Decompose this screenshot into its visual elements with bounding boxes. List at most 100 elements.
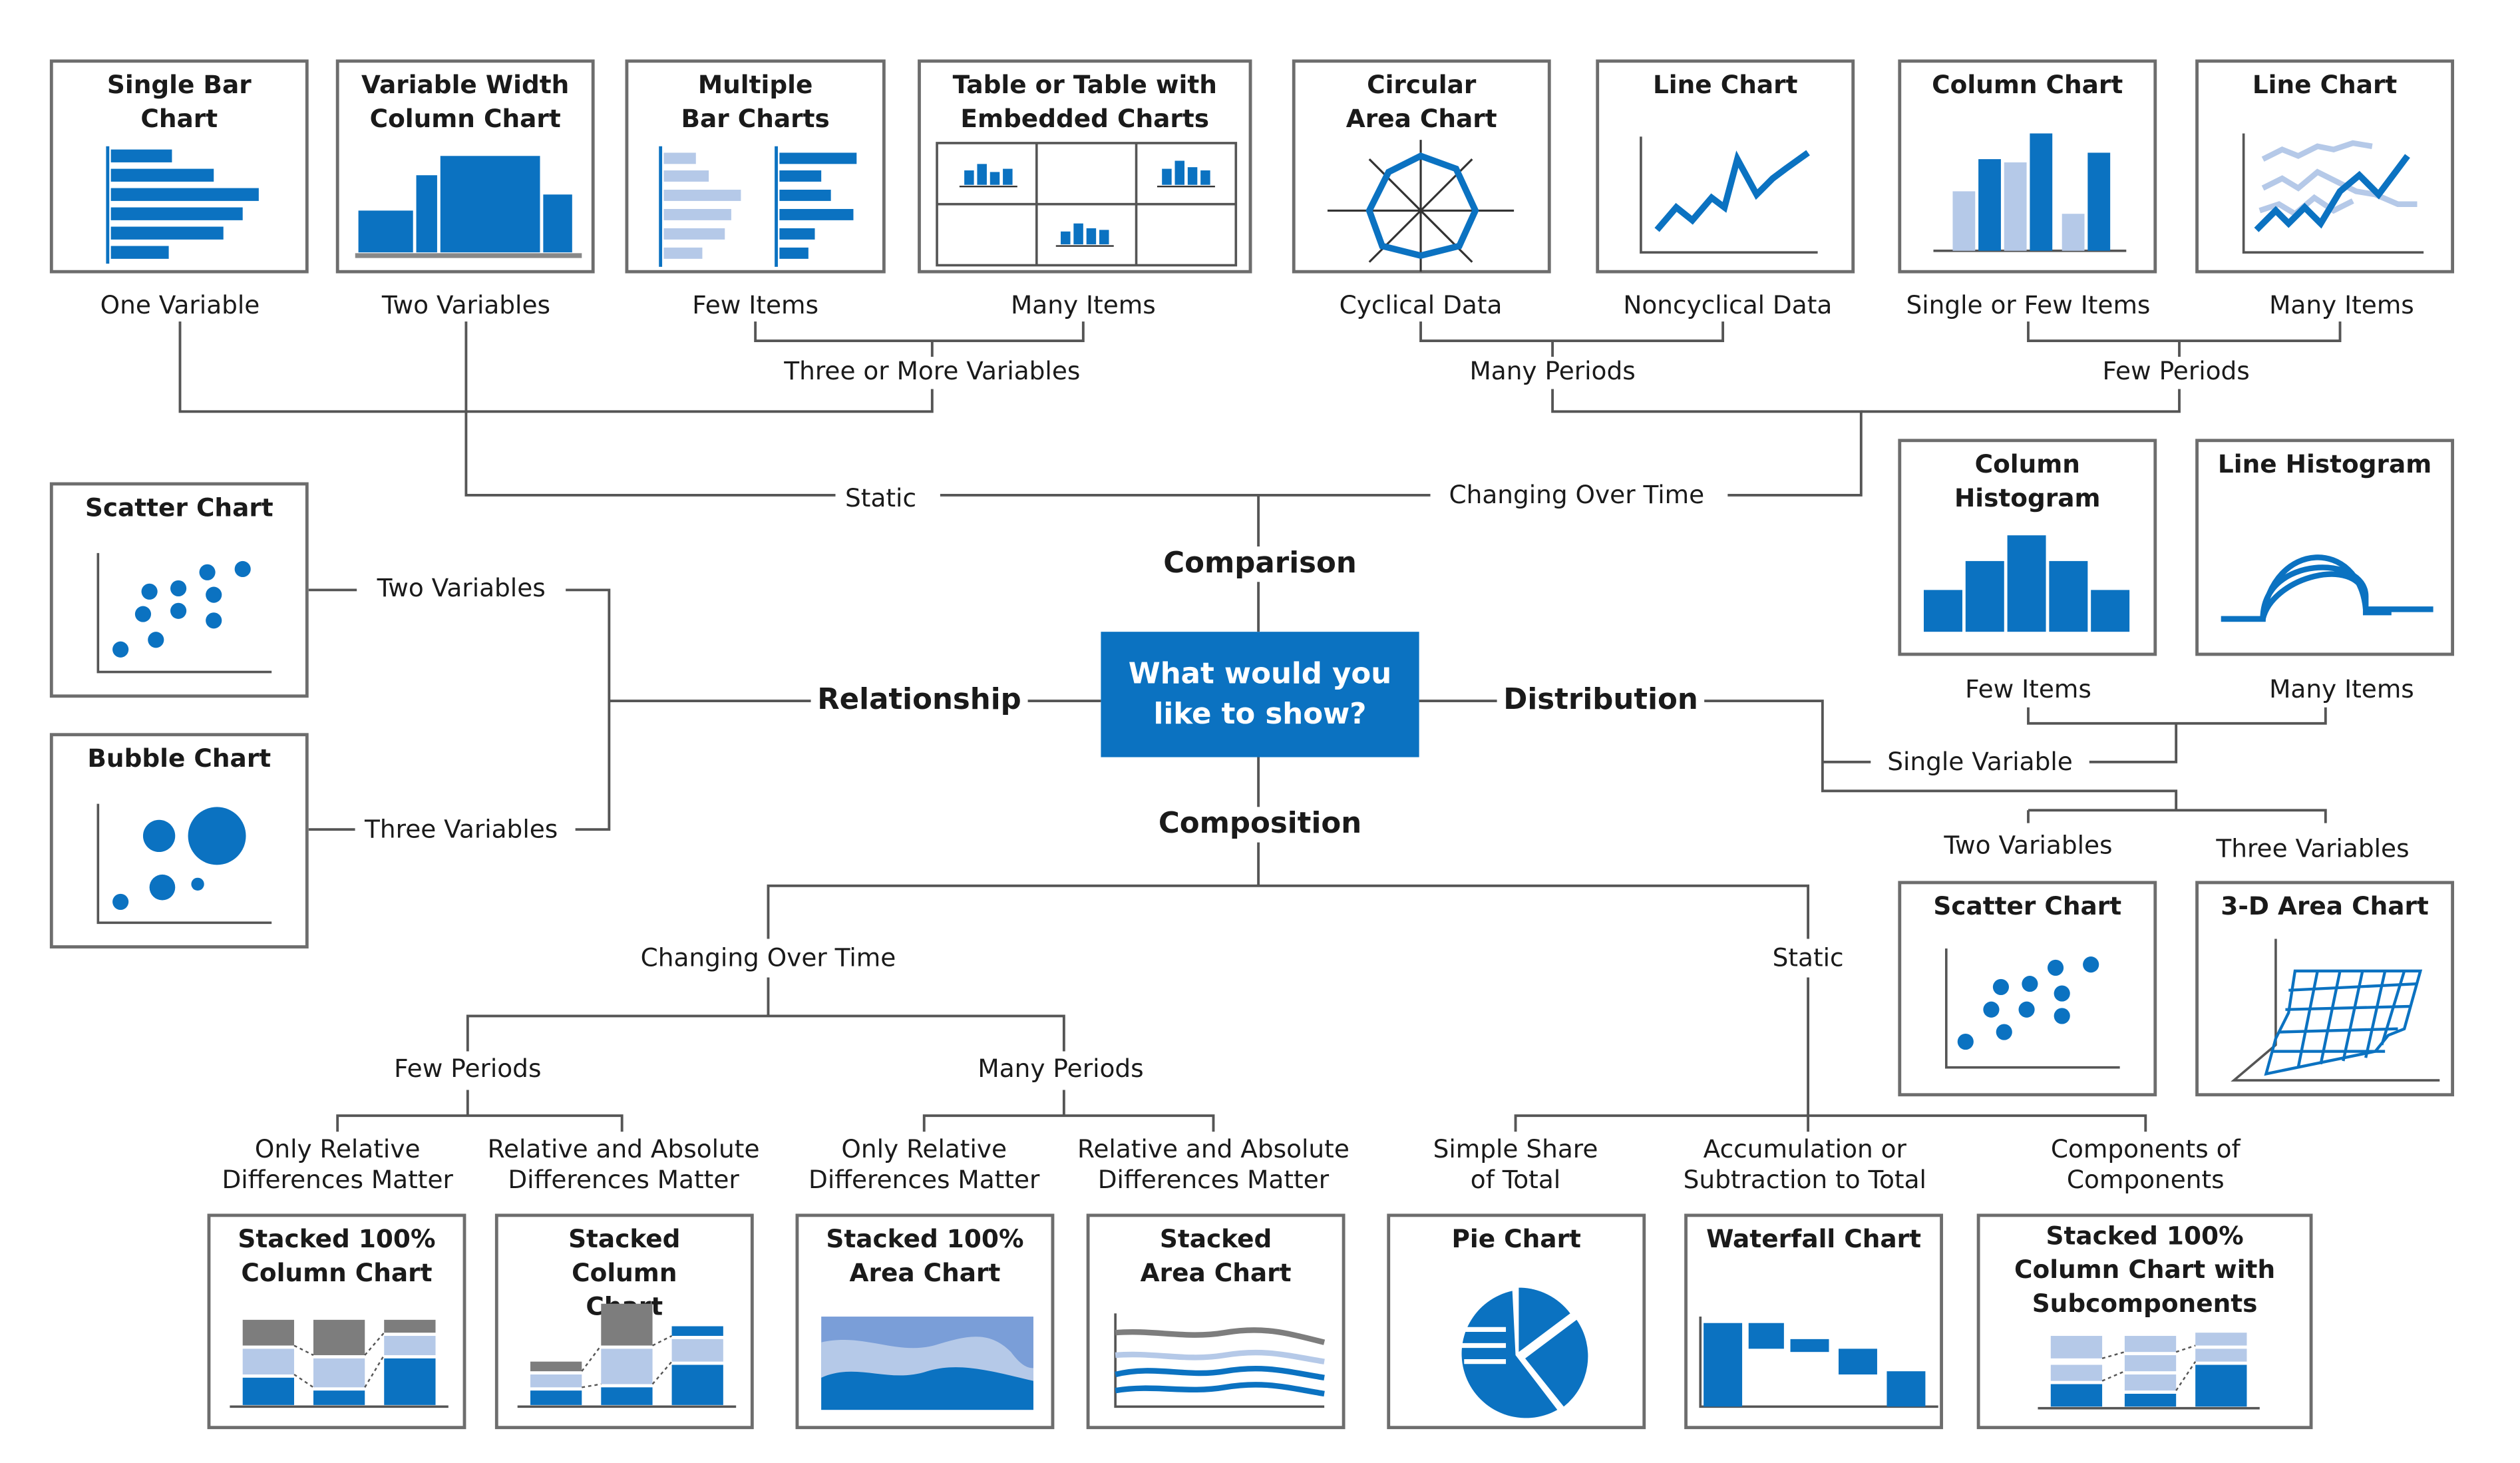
single-bar-icon — [106, 146, 259, 264]
circular-area-chart-card[interactable]: Circular Area Chart — [1292, 59, 1551, 274]
bubble-chart-card[interactable]: Bubble Chart — [49, 733, 309, 948]
3d-area-chart-card[interactable]: 3-D Area Chart — [2195, 881, 2455, 1097]
waterfall-chart-card[interactable]: Waterfall Chart — [1684, 1213, 1943, 1430]
stacked-100-column-chart-card[interactable]: Stacked 100% Column Chart — [207, 1213, 466, 1430]
label-changing-over-time: Changing Over Time — [1439, 481, 1714, 512]
category-comparison: Comparison — [1157, 546, 1363, 580]
variable-width-column-icon — [355, 156, 582, 258]
chart-title: Bubble Chart — [87, 744, 271, 773]
label-single-or-few-items: Single or Few Items — [1906, 291, 2151, 322]
pie-chart-icon — [1457, 1287, 1588, 1418]
stacked-100-subcomponents-icon — [2038, 1333, 2260, 1410]
scatter-icon — [1944, 948, 2120, 1069]
label-simple-share: Simple Share of Total — [1433, 1135, 1598, 1195]
scatter-icon — [96, 552, 272, 674]
chart-title: 3-D Area Chart — [2221, 892, 2429, 921]
column-histogram-icon — [1923, 535, 2130, 632]
label-relationship-two-variables: Two Variables — [367, 574, 556, 605]
chart-title: Single Bar Chart — [106, 71, 252, 134]
stacked-area-icon — [1114, 1313, 1326, 1408]
label-distribution-many-items: Many Items — [2269, 675, 2414, 706]
label-many-items-2: Many Items — [2269, 291, 2414, 322]
chart-title: Stacked 100% Column Chart with Subcompon… — [2014, 1221, 2276, 1319]
stacked-100-column-icon — [230, 1319, 449, 1408]
category-distribution: Distribution — [1497, 683, 1705, 718]
label-noncyclical-data: Noncyclical Data — [1623, 291, 1833, 322]
label-many-periods: Many Periods — [1469, 357, 1636, 388]
chart-title: Multiple Bar Charts — [681, 71, 830, 134]
multi-line-chart-icon — [2242, 133, 2424, 254]
table-grid-icon — [936, 142, 1238, 267]
label-components: Components of Components — [2050, 1135, 2241, 1195]
line-histogram-icon — [2221, 554, 2433, 622]
label-only-relative-2: Only Relative Differences Matter — [808, 1135, 1040, 1195]
line-histogram-card[interactable]: Line Histogram — [2195, 439, 2455, 656]
label-two-variables: Two Variables — [381, 291, 550, 322]
label-distribution-few-items: Few Items — [1965, 675, 2091, 706]
label-composition-static: Static — [1763, 943, 1854, 974]
chart-title: Line Chart — [1652, 71, 1798, 100]
multiple-bar-charts-card[interactable]: Multiple Bar Charts — [625, 59, 886, 274]
chart-title: Stacked Area Chart — [1140, 1225, 1292, 1288]
label-static: Static — [835, 483, 926, 515]
label-accumulation: Accumulation or Subtraction to Total — [1683, 1135, 1926, 1195]
chart-title: Stacked Column Chart — [568, 1225, 681, 1321]
stacked-column-icon — [517, 1303, 737, 1408]
chart-title: Stacked 100% Column Chart — [238, 1225, 436, 1288]
label-few-periods: Few Periods — [2102, 357, 2250, 388]
column-histogram-card[interactable]: Column Histogram — [1898, 439, 2157, 656]
label-relationship-three-variables: Three Variables — [355, 815, 568, 846]
label-composition-few-periods: Few Periods — [394, 1054, 542, 1086]
chart-title: Line Chart — [2252, 71, 2398, 100]
bubble-chart-icon — [96, 803, 272, 925]
chart-title: Variable Width Column Chart — [361, 71, 570, 134]
radar-chart-icon — [1327, 140, 1515, 272]
chart-title: Pie Chart — [1451, 1225, 1581, 1254]
label-composition-many-periods: Many Periods — [978, 1054, 1144, 1086]
chart-title: Scatter Chart — [85, 493, 273, 522]
label-only-relative-1: Only Relative Differences Matter — [222, 1135, 453, 1195]
scatter-chart-relationship-card[interactable]: Scatter Chart — [49, 482, 309, 698]
multiple-bar-icon — [659, 146, 857, 267]
center-question-text: What would you like to show? — [1128, 657, 1392, 732]
scatter-chart-distribution-card[interactable]: Scatter Chart — [1898, 881, 2157, 1097]
3d-area-icon — [2231, 939, 2440, 1082]
label-three-or-more-variables: Three or More Variables — [784, 357, 1081, 388]
label-many-items: Many Items — [1010, 291, 1156, 322]
category-relationship: Relationship — [810, 683, 1028, 718]
category-composition: Composition — [1152, 807, 1368, 841]
label-one-variable: One Variable — [100, 291, 260, 322]
chart-title: Column Histogram — [1954, 450, 2101, 513]
pie-chart-card[interactable]: Pie Chart — [1387, 1213, 1646, 1430]
stacked-column-chart-card[interactable]: Stacked Column Chart — [494, 1213, 754, 1430]
label-composition-changing-over-time: Changing Over Time — [631, 943, 906, 974]
chart-title: Column Chart — [1932, 71, 2123, 100]
chart-title: Line Histogram — [2217, 450, 2432, 479]
label-relative-absolute-2: Relative and Absolute Differences Matter — [1077, 1135, 1350, 1195]
chart-title: Stacked 100% Area Chart — [826, 1225, 1024, 1288]
stacked-100-area-icon — [821, 1317, 1033, 1410]
label-relative-absolute-1: Relative and Absolute Differences Matter — [487, 1135, 760, 1195]
stacked-100-area-chart-card[interactable]: Stacked 100% Area Chart — [795, 1213, 1055, 1430]
line-chart-many-items-card[interactable]: Line Chart — [2195, 59, 2455, 274]
table-embedded-charts-card[interactable]: Table or Table with Embedded Charts — [918, 59, 1252, 274]
chart-title: Circular Area Chart — [1346, 71, 1497, 134]
variable-width-column-chart-card[interactable]: Variable Width Column Chart — [335, 59, 595, 274]
waterfall-icon — [1699, 1317, 1938, 1408]
single-bar-chart-card[interactable]: Single Bar Chart — [49, 59, 309, 274]
column-chart-icon — [1933, 133, 2127, 252]
label-single-variable: Single Variable — [1877, 747, 2083, 778]
label-few-items: Few Items — [692, 291, 819, 322]
label-cyclical-data: Cyclical Data — [1339, 291, 1503, 322]
label-distribution-three-variables: Three Variables — [2216, 834, 2410, 865]
line-chart-noncyclical-card[interactable]: Line Chart — [1596, 59, 1855, 274]
stacked-area-chart-card[interactable]: Stacked Area Chart — [1086, 1213, 1346, 1430]
stacked-100-column-subcomponents-card[interactable]: Stacked 100% Column Chart with Subcompon… — [1976, 1213, 2313, 1430]
chart-title: Waterfall Chart — [1706, 1225, 1922, 1254]
line-chart-icon — [1640, 136, 1818, 254]
chart-title: Table or Table with Embedded Charts — [952, 71, 1217, 134]
center-question-box: What would you like to show? — [1101, 632, 1419, 757]
column-chart-card[interactable]: Column Chart — [1898, 59, 2157, 274]
